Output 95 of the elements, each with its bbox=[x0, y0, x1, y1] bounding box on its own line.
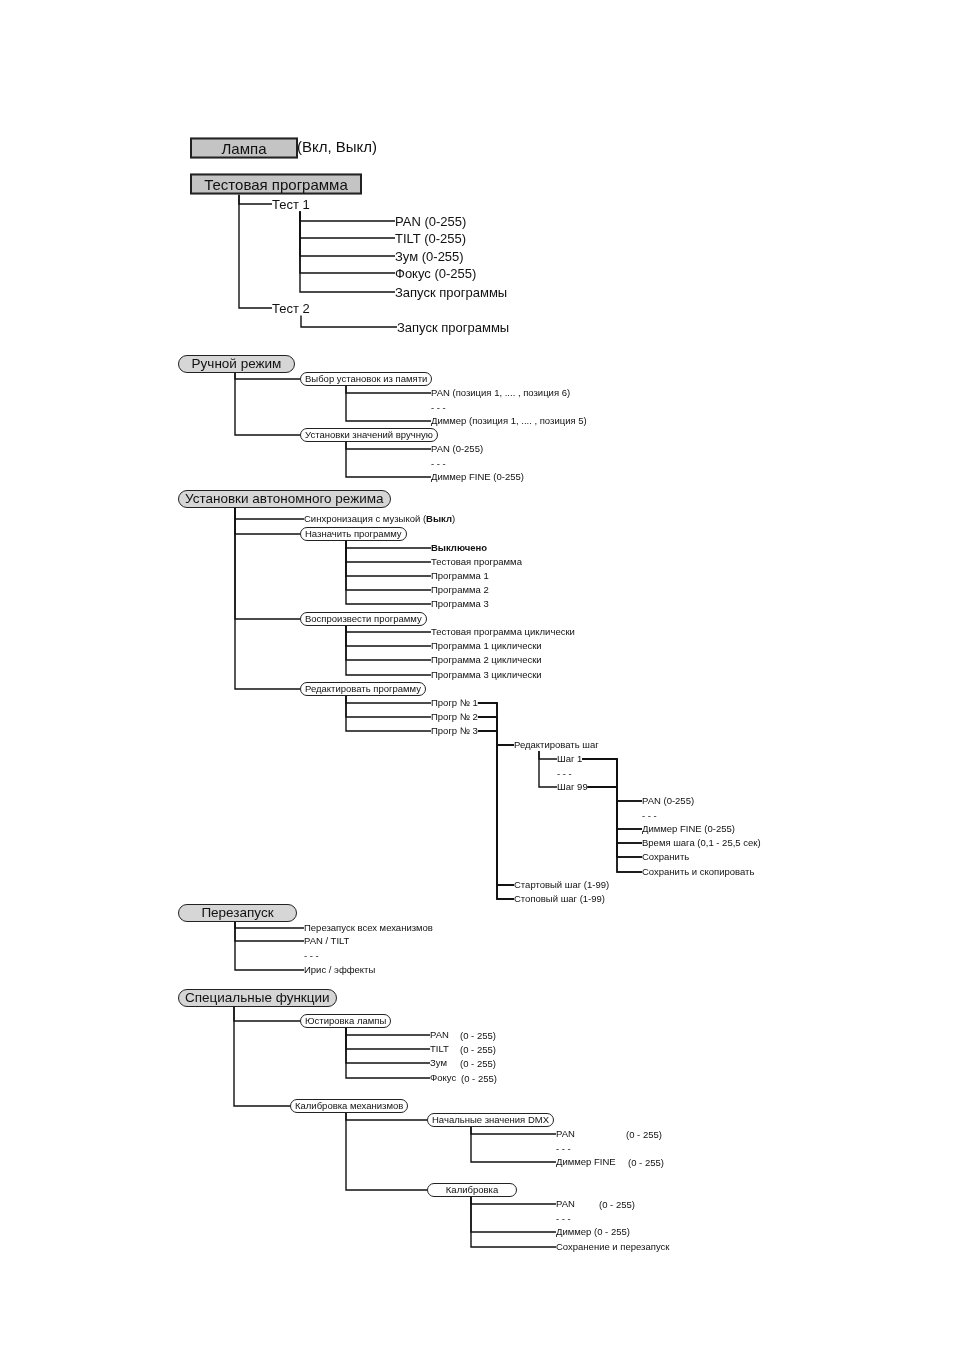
connector-line bbox=[538, 750, 558, 788]
menu-item-text: TILT bbox=[430, 1043, 449, 1055]
submenu-box: Воспроизвести программу bbox=[300, 612, 427, 626]
ellipsis-text: - - - bbox=[304, 949, 319, 961]
value-range-text: (0 - 255) bbox=[628, 1156, 664, 1168]
menu-item-text: Сохранить и скопировать bbox=[642, 866, 755, 878]
menu-box: Лампа bbox=[190, 137, 298, 159]
menu-item-text: Диммер FINE bbox=[556, 1156, 616, 1168]
menu-item-text: Фокус (0-255) bbox=[395, 265, 477, 281]
menu-item-text: Диммер (позиция 1, .... , позиция 5) bbox=[431, 415, 587, 427]
menu-item-text: PAN (0-255) bbox=[431, 443, 484, 455]
menu-item-text: PAN (позиция 1, .... , позиция 6) bbox=[431, 387, 571, 399]
menu-item-text: Тестовая программа циклически bbox=[431, 626, 575, 638]
connector-line bbox=[299, 210, 396, 293]
menu-item-text: Прогр № 2 bbox=[431, 711, 478, 723]
connector-line bbox=[470, 1196, 557, 1248]
menu-item-text: Программа 2 циклически bbox=[431, 654, 542, 666]
menu-item-text: Шаг 99 bbox=[557, 781, 588, 793]
connector-line bbox=[238, 193, 273, 309]
section-box: Специальные функции bbox=[178, 989, 337, 1007]
submenu-box: Выбор установок из памяти bbox=[300, 372, 433, 386]
connector-line bbox=[345, 1112, 428, 1191]
submenu-box: Редактировать программу bbox=[300, 682, 426, 696]
menu-item-text: Редактировать шаг bbox=[514, 739, 599, 751]
menu-item-text: PAN (0-255) bbox=[395, 213, 467, 229]
ellipsis-text: - - - bbox=[556, 1212, 571, 1224]
value-range-text: (0 - 255) bbox=[599, 1198, 635, 1210]
submenu-box: Установки значений вручную bbox=[300, 428, 438, 442]
connector-line bbox=[233, 1006, 291, 1107]
menu-item-text: Шаг 1 bbox=[557, 753, 583, 765]
connector-line bbox=[345, 695, 432, 732]
section-box: Перезапуск bbox=[178, 904, 297, 922]
menu-item-text: Диммер (0 - 255) bbox=[556, 1226, 630, 1238]
menu-item-text: Прогр № 3 bbox=[431, 725, 478, 737]
connector-line bbox=[234, 921, 305, 971]
menu-item-text: Стоповый шаг (1-99) bbox=[514, 893, 605, 905]
menu-item-text: PAN bbox=[556, 1128, 575, 1140]
menu-item-text: Сохранить bbox=[642, 851, 690, 863]
ellipsis-text: - - - bbox=[431, 401, 446, 413]
menu-item-text: Диммер FINE (0-255) bbox=[431, 471, 524, 483]
connector-line bbox=[470, 1126, 557, 1163]
value-range-text: (0 - 255) bbox=[461, 1072, 497, 1084]
menu-item-text: Синхронизация с музыкой (Выкл) bbox=[304, 513, 456, 525]
connector-line bbox=[345, 540, 432, 605]
connector-line bbox=[345, 1027, 431, 1079]
menu-box: Тестовая программа bbox=[190, 173, 362, 195]
menu-item-text: PAN bbox=[556, 1198, 575, 1210]
menu-item-text: Ирис / эффекты bbox=[304, 964, 376, 976]
submenu-box: Калибровка механизмов bbox=[290, 1099, 409, 1113]
menu-item-text: Тест 2 bbox=[272, 300, 310, 316]
menu-item-text: Запуск программы bbox=[397, 319, 510, 335]
connector-line bbox=[345, 441, 432, 478]
menu-item-text: Тестовая программа bbox=[431, 556, 522, 568]
value-range-text: (Вкл, Выкл) bbox=[297, 137, 378, 155]
ellipsis-text: - - - bbox=[642, 809, 657, 821]
connector-line bbox=[300, 314, 398, 328]
menu-item-text: Программа 1 bbox=[431, 570, 489, 582]
menu-item-text: TILT (0-255) bbox=[395, 230, 467, 246]
menu-item-text: Программа 1 циклически bbox=[431, 640, 542, 652]
connector-line bbox=[586, 786, 643, 873]
ellipsis-text: - - - bbox=[556, 1142, 571, 1154]
connector-line bbox=[345, 385, 432, 422]
ellipsis-text: - - - bbox=[431, 457, 446, 469]
menu-item-text: PAN bbox=[430, 1029, 449, 1041]
submenu-box: Юстировка лампы bbox=[300, 1014, 392, 1028]
value-range-text: (0 - 255) bbox=[626, 1128, 662, 1140]
menu-item-text: Перезапуск всех механизмов bbox=[304, 922, 433, 934]
connector-line bbox=[234, 507, 301, 690]
connector-line bbox=[234, 372, 301, 436]
menu-item-text: Диммер FINE (0-255) bbox=[642, 823, 735, 835]
menu-item-text: Зум (0-255) bbox=[395, 248, 464, 264]
section-box: Установки автономного режима bbox=[178, 490, 391, 508]
menu-item-text: Программа 3 циклически bbox=[431, 669, 542, 681]
submenu-box: Назначить программу bbox=[300, 527, 407, 541]
menu-item-text: PAN (0-255) bbox=[642, 795, 695, 807]
menu-item-text: Тест 1 bbox=[272, 196, 310, 212]
menu-item-text: Запуск программы bbox=[395, 284, 508, 300]
menu-item-text: Выключено bbox=[431, 542, 487, 554]
menu-item-text: Программа 2 bbox=[431, 584, 489, 596]
menu-item-text: PAN / TILT bbox=[304, 935, 350, 947]
value-range-text: (0 - 255) bbox=[460, 1029, 496, 1041]
section-box: Ручной режим bbox=[178, 355, 295, 373]
connector-line bbox=[345, 625, 432, 676]
menu-item-text: Зум bbox=[430, 1057, 447, 1069]
submenu-box: Начальные значения DMX bbox=[427, 1113, 554, 1127]
menu-item-text: Фокус bbox=[430, 1072, 457, 1084]
ellipsis-text: - - - bbox=[557, 767, 572, 779]
menu-item-text: Время шага (0,1 - 25,5 сек) bbox=[642, 837, 761, 849]
value-range-text: (0 - 255) bbox=[460, 1043, 496, 1055]
menu-item-text: Прогр № 1 bbox=[431, 697, 478, 709]
value-range-text: (0 - 255) bbox=[460, 1057, 496, 1069]
submenu-box: Калибровка bbox=[427, 1183, 517, 1197]
menu-item-text: Программа 3 bbox=[431, 598, 489, 610]
menu-item-text: Сохранение и перезапуск bbox=[556, 1241, 670, 1253]
menu-item-text: Стартовый шаг (1-99) bbox=[514, 879, 610, 891]
